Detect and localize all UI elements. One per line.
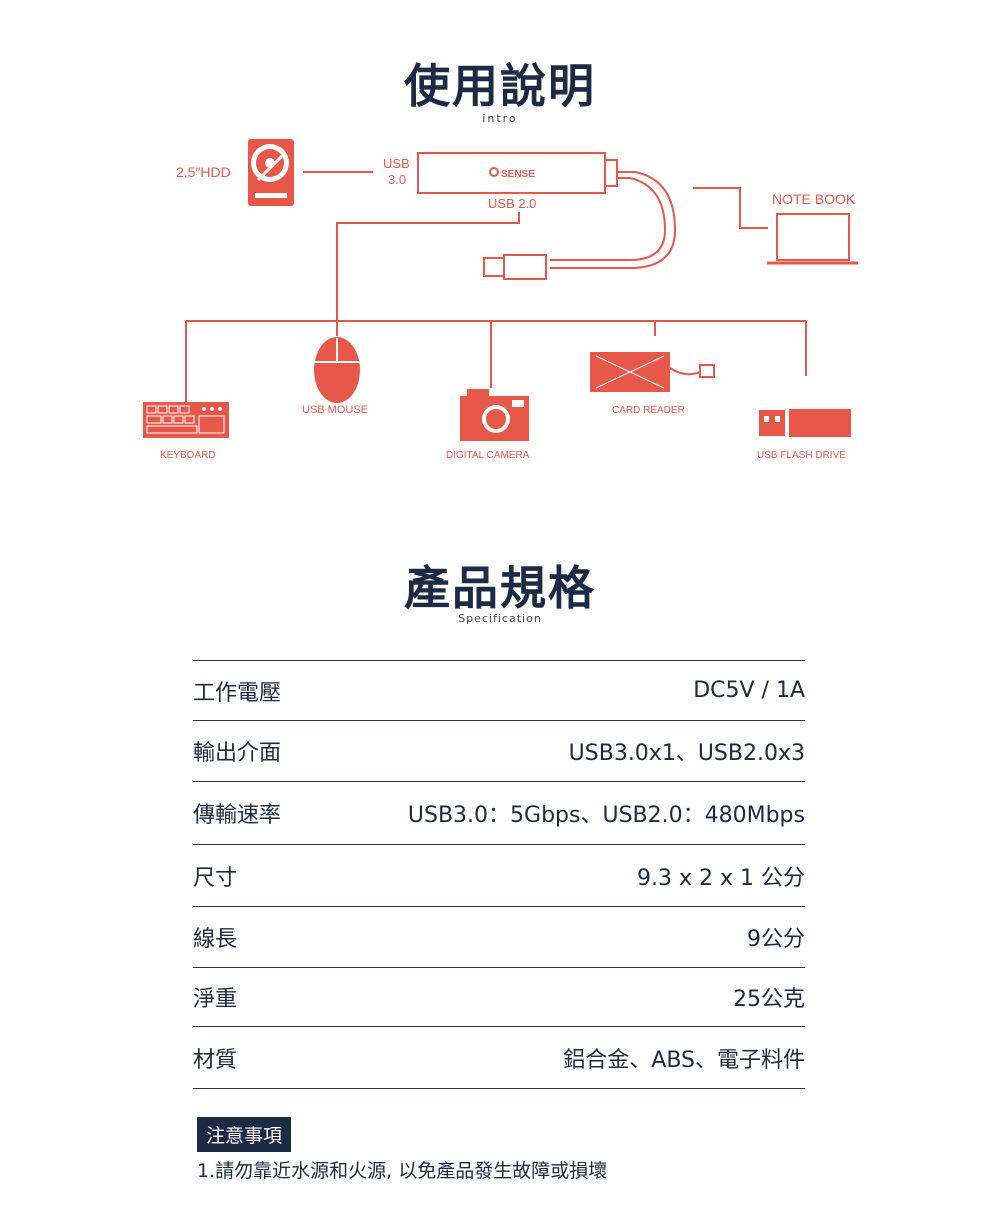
table-row: 工作電壓 DC5V / 1A xyxy=(193,660,805,720)
usb20-label: USB 2.0 xyxy=(488,196,536,211)
mouse-label: USB MOUSE xyxy=(302,404,368,416)
keyboard-label: KEYBOARD xyxy=(160,450,216,461)
intro-subtitle: intro xyxy=(482,112,518,125)
camera-label: DIGITAL CAMERA xyxy=(446,450,530,461)
mouse-icon xyxy=(314,337,360,403)
notebook-icon xyxy=(767,213,858,265)
card-reader-label: CARD READER xyxy=(612,405,685,416)
spec-title: 產品規格 xyxy=(404,561,596,615)
usb30-label-line1: USB xyxy=(383,156,410,171)
keyboard-icon xyxy=(143,402,229,438)
spec-subtitle: Specification xyxy=(458,612,542,625)
notice-item: 1.請勿靠近水源和火源, 以免產品發生故障或損壞 xyxy=(197,1160,608,1182)
flash-drive-label: USB FLASH DRIVE xyxy=(757,450,846,461)
spec-label: 材質 xyxy=(193,1047,238,1073)
spec-value: DC5V / 1A xyxy=(693,678,805,703)
spec-value: 9公分 xyxy=(747,927,805,952)
table-row: 淨重 25公克 xyxy=(193,967,805,1026)
hdd-label: 2.5″HDD xyxy=(176,164,231,180)
spec-value: 25公克 xyxy=(733,987,805,1012)
sense-logo-icon xyxy=(489,167,499,177)
usb-hub-end-cap xyxy=(604,159,618,187)
spec-label: 尺寸 xyxy=(193,865,238,891)
spec-label: 淨重 xyxy=(193,987,238,1012)
spec-label: 線長 xyxy=(193,927,238,952)
table-row: 輸出介面 USB3.0x1、USB2.0x3 xyxy=(193,720,805,781)
camera-icon xyxy=(460,389,529,441)
spec-table: 工作電壓 DC5V / 1A 輸出介面 USB3.0x1、USB2.0x3 傳輸… xyxy=(193,660,805,1089)
card-reader-icon xyxy=(590,352,715,392)
table-row: 線長 9公分 xyxy=(193,906,805,967)
hub-brand-label: SENSE xyxy=(501,169,535,180)
intro-title: 使用說明 xyxy=(404,59,596,113)
usb20-connection-line xyxy=(336,212,520,336)
hdd-icon xyxy=(248,139,294,206)
table-row: 傳輸速率 USB3.0：5Gbps、USB2.0：480Mbps xyxy=(193,781,805,844)
usb-plug-body xyxy=(503,254,547,280)
notebook-label: NOTE BOOK xyxy=(772,191,856,207)
spec-value: 鋁合金、ABS、電子料件 xyxy=(563,1047,805,1073)
usb-flash-drive-icon xyxy=(759,409,851,437)
spec-value: USB3.0x1、USB2.0x3 xyxy=(568,741,805,766)
spec-value: 9.3 x 2 x 1 公分 xyxy=(637,865,805,891)
hub-cable xyxy=(550,171,677,269)
usb-plug-tip xyxy=(483,257,505,277)
spec-value: USB3.0：5Gbps、USB2.0：480Mbps xyxy=(407,803,805,828)
notebook-connection-line xyxy=(693,187,768,229)
table-row: 尺寸 9.3 x 2 x 1 公分 xyxy=(193,844,805,906)
table-row: 材質 鋁合金、ABS、電子料件 xyxy=(193,1026,805,1089)
notice-heading: 注意事項 xyxy=(197,1117,292,1152)
spec-label: 傳輸速率 xyxy=(193,803,282,828)
spec-label: 工作電壓 xyxy=(193,680,282,706)
usb30-label-line2: 3.0 xyxy=(388,172,406,187)
spec-label: 輸出介面 xyxy=(193,741,282,766)
connection-diagram: 2.5″HDD USB 3.0 SENSE USB 2.0 NOTE BOOK … xyxy=(143,139,858,461)
